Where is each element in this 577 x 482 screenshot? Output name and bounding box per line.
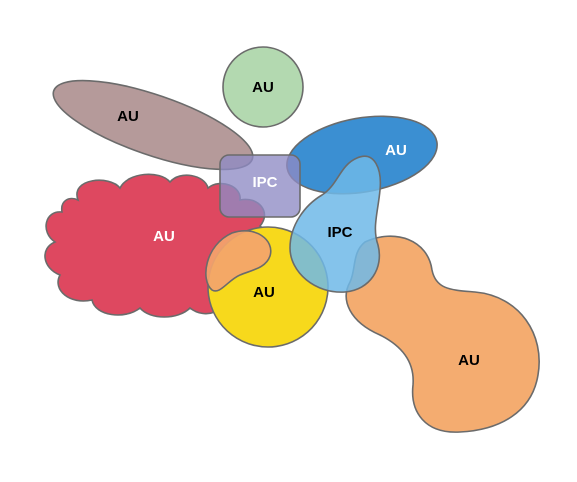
label-au-green: AU <box>252 79 274 96</box>
label-ipc-purple: IPC <box>252 174 277 191</box>
label-au-red: AU <box>153 228 175 245</box>
au-orange-blob-large <box>345 235 540 433</box>
ipc-lightblue-blob <box>289 155 382 293</box>
au-orange-blob-small <box>205 230 272 292</box>
ipc-purple-rect <box>219 154 301 218</box>
label-au-orange: AU <box>458 352 480 369</box>
label-au-yellow: AU <box>253 284 275 301</box>
label-au-mauve: AU <box>117 108 139 125</box>
label-ipc-lightblue: IPC <box>327 224 352 241</box>
label-au-blue: AU <box>385 142 407 159</box>
au-green-circle <box>222 46 304 128</box>
